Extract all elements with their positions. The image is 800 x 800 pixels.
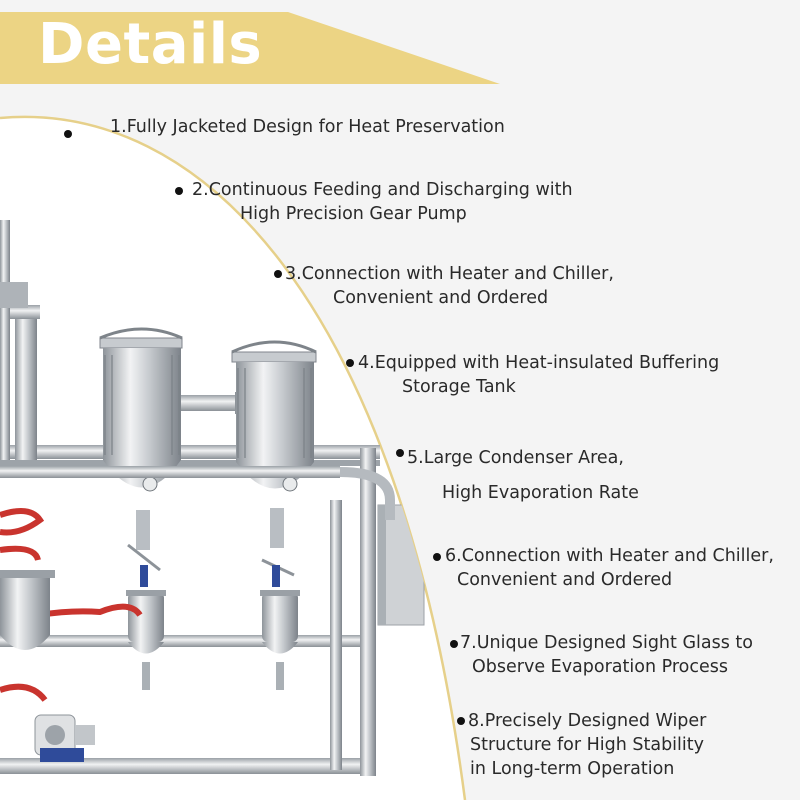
feature-7-line-1: 7.Unique Designed Sight Glass to bbox=[460, 633, 753, 653]
frame-post-left bbox=[15, 310, 37, 460]
feature-6-line-2: Convenient and Ordered bbox=[457, 570, 673, 590]
feature-4-line-1: 4.Equipped with Heat-insulated Buffering bbox=[358, 353, 720, 373]
cross-pipe bbox=[180, 395, 250, 411]
feature-item-3: 3.Connection with Heater and Chiller, Co… bbox=[285, 262, 614, 310]
feature-5-line-2: High Evaporation Rate bbox=[442, 483, 639, 503]
bullet-dot bbox=[457, 717, 465, 725]
feature-2-line-1: 2.Continuous Feeding and Discharging wit… bbox=[192, 180, 573, 200]
feature-item-8: 8.Precisely Designed Wiper Structure for… bbox=[468, 709, 706, 781]
red-hoses bbox=[0, 508, 143, 702]
feature-item-7: 7.Unique Designed Sight Glass to Observe… bbox=[460, 631, 753, 679]
reactor-partial bbox=[0, 570, 55, 650]
bullet-dot bbox=[396, 449, 404, 457]
feature-4-line-2: Storage Tank bbox=[402, 377, 516, 397]
bullet-dot bbox=[346, 359, 354, 367]
frame-post-right bbox=[360, 448, 376, 776]
valve-right bbox=[261, 508, 295, 587]
lower-frame-rail bbox=[0, 635, 365, 647]
feature-8-line-1: 8.Precisely Designed Wiper bbox=[468, 711, 707, 731]
arc-border bbox=[0, 115, 467, 800]
feature-2-line-2: High Precision Gear Pump bbox=[240, 204, 467, 224]
pump-motor bbox=[34, 714, 95, 762]
bullet-dot bbox=[433, 553, 441, 561]
feature-6-line-1: 6.Connection with Heater and Chiller, bbox=[445, 546, 774, 566]
valve-left bbox=[127, 510, 161, 587]
title-banner-shape bbox=[0, 12, 500, 84]
feature-item-1: 1.Fully Jacketed Design for Heat Preserv… bbox=[110, 115, 505, 139]
feature-5-line-1: 5.Large Condenser Area, bbox=[407, 448, 624, 468]
feature-3-line-1: 3.Connection with Heater and Chiller, bbox=[285, 264, 614, 284]
frame-post-mid bbox=[330, 500, 342, 770]
feature-item-5: 5.Large Condenser Area, High Evaporation… bbox=[407, 441, 639, 511]
feature-7-line-2: Observe Evaporation Process bbox=[472, 657, 728, 677]
bullet-dot bbox=[175, 187, 183, 195]
receiver-right bbox=[260, 590, 300, 690]
bullet-dot bbox=[274, 270, 282, 278]
bullet-dot bbox=[450, 640, 458, 648]
receiver-left bbox=[126, 590, 166, 690]
feature-3-line-2: Convenient and Ordered bbox=[333, 288, 549, 308]
feature-item-2: 2.Continuous Feeding and Discharging wit… bbox=[192, 178, 573, 226]
feature-8-line-2: Structure for High Stability bbox=[470, 735, 704, 755]
feature-1-line-1: 1.Fully Jacketed Design for Heat Preserv… bbox=[110, 117, 505, 137]
bullet-dot bbox=[64, 130, 72, 138]
feature-item-6: 6.Connection with Heater and Chiller, Co… bbox=[445, 544, 774, 592]
feature-8-line-3: in Long-term Operation bbox=[470, 759, 675, 779]
upper-frame-rail bbox=[0, 445, 380, 459]
feed-pipe bbox=[0, 466, 340, 478]
page-title: Details bbox=[38, 12, 263, 77]
base-frame-rail bbox=[0, 758, 365, 774]
feature-item-4: 4.Equipped with Heat-insulated Buffering… bbox=[358, 351, 719, 399]
